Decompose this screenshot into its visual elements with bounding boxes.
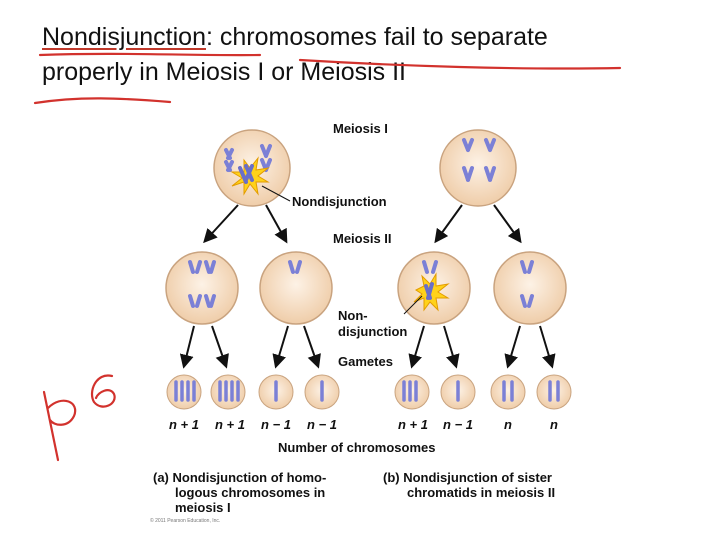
- pen-underline-2: [300, 60, 620, 69]
- gamete-1: [167, 375, 201, 409]
- gamete-count-label: n − 1: [261, 417, 291, 432]
- arrow: [266, 205, 286, 241]
- arrow: [276, 326, 288, 366]
- gamete-count-labels: n + 1 n + 1 n − 1 n − 1 n + 1 n − 1 n n: [169, 417, 558, 432]
- arrow: [444, 326, 456, 366]
- gamete-5: [395, 375, 429, 409]
- gametes-label: Gametes: [338, 354, 393, 369]
- gamete-count-label: n + 1: [215, 417, 245, 432]
- svg-text:(b) Nondisjunction of sister: (b) Nondisjunction of sister: [383, 470, 552, 485]
- arrow: [212, 326, 226, 366]
- gamete-count-label: n: [504, 417, 512, 432]
- caption-b: (b) Nondisjunction of sister chromatids …: [383, 470, 555, 500]
- svg-text:meiosis I: meiosis I: [175, 500, 231, 515]
- arrow: [436, 205, 462, 241]
- copyright-note: © 2011 Pearson Education, Inc.: [150, 517, 220, 524]
- gamete-4: [305, 375, 339, 409]
- meiosis-one-cell-right: [440, 130, 516, 206]
- gamete-6: [441, 375, 475, 409]
- gamete-8: [537, 375, 571, 409]
- svg-text:logous chromosomes in: logous chromosomes in: [175, 485, 325, 500]
- axis-label: Number of chromosomes: [278, 440, 435, 455]
- arrow: [304, 326, 318, 366]
- arrow: [205, 205, 238, 241]
- meiosis-two-cell-1: [166, 252, 238, 324]
- gamete-3: [259, 375, 293, 409]
- svg-text:chromatids in meiosis II: chromatids in meiosis II: [407, 485, 555, 500]
- pen-underline-1: [40, 54, 260, 55]
- svg-text:(a) Nondisjunction of homo-: (a) Nondisjunction of homo-: [153, 470, 326, 485]
- gamete-count-label: n + 1: [398, 417, 428, 432]
- meiosis-one-label: Meiosis I: [333, 121, 388, 136]
- meiosis-two-cell-3: [398, 252, 470, 324]
- meiosis-two-label: Meiosis II: [333, 231, 392, 246]
- gamete-count-label: n − 1: [443, 417, 473, 432]
- nondisjunction-label-b-2: disjunction: [338, 324, 407, 339]
- gamete-count-label: n − 1: [307, 417, 337, 432]
- caption-a: (a) Nondisjunction of homo- logous chrom…: [153, 470, 326, 515]
- gamete-2: [211, 375, 245, 409]
- meiosis-two-cell-2: [260, 252, 332, 324]
- arrow: [508, 326, 520, 366]
- pen-stroke-3: [35, 98, 170, 103]
- gamete-7: [491, 375, 525, 409]
- arrow: [540, 326, 552, 366]
- nondisjunction-label-b-1: Non-: [338, 308, 368, 323]
- gamete-count-label: n + 1: [169, 417, 199, 432]
- pen-letter-6: [92, 375, 115, 406]
- meiosis-two-cell-4: [494, 252, 566, 324]
- arrow: [184, 326, 194, 366]
- arrow: [494, 205, 520, 241]
- cell: [440, 130, 516, 206]
- gamete-count-label: n: [550, 417, 558, 432]
- nondisjunction-label: Nondisjunction: [292, 194, 387, 209]
- pen-letter-p: [44, 392, 75, 460]
- arrow: [412, 326, 424, 366]
- gametes: [167, 375, 571, 409]
